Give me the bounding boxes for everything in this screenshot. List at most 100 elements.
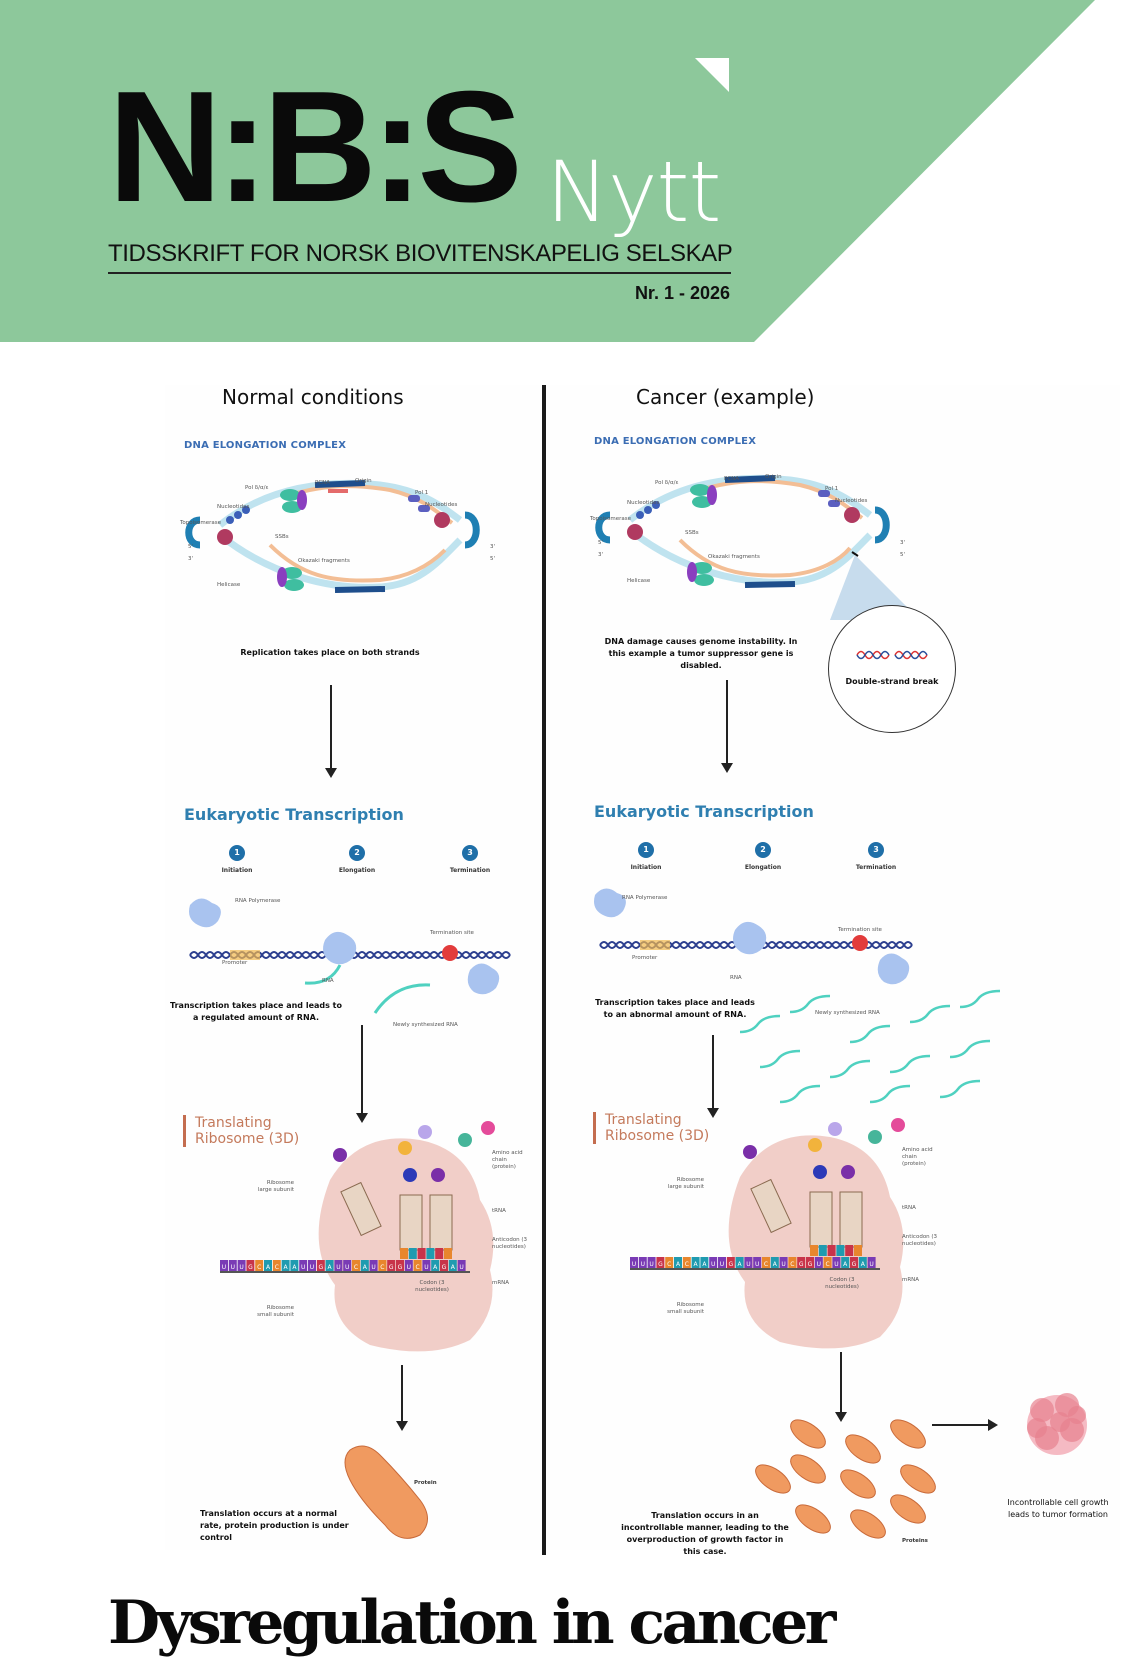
ribosome-title-line1: Translating [195, 1115, 272, 1131]
mrna-nucleotide-letter: U [720, 1261, 724, 1268]
mrna-nucleotide-letter: A [363, 1264, 368, 1271]
banner-shape [0, 0, 1095, 342]
mrna-nucleotide [440, 1260, 448, 1271]
anticodon-nucleotide [444, 1248, 452, 1259]
mrna-nucleotide-letter: C [790, 1261, 794, 1268]
cancer-label-large-subunit: Ribosome large subunit [667, 1177, 704, 1190]
protein-blob [845, 1434, 881, 1464]
mrna-nucleotide-letter: G [728, 1261, 733, 1268]
mrna-nucleotide [316, 1260, 325, 1271]
normal-label-termination-site: Termination site [430, 930, 474, 936]
mrna-nucleotide [806, 1257, 814, 1268]
normal-dna-end-3b: 3' [490, 544, 496, 550]
anticodon-nucleotide [400, 1248, 408, 1259]
mrna-nucleotide-letter: U [310, 1264, 314, 1271]
step-number: 2 [755, 842, 771, 858]
mrna-nucleotide [797, 1257, 806, 1268]
protein-blob [900, 1464, 936, 1494]
ribosome-title-line2: Ribosome (3D) [195, 1131, 300, 1147]
mrna-nucleotide-letter: G [318, 1264, 323, 1271]
mrna-nucleotide-letter: A [451, 1264, 456, 1271]
normal-dna-label-pol: Pol δ/α/ε [245, 485, 269, 491]
normal-label-newly-synthesized-rna: Newly synthesized RNA [393, 1022, 458, 1028]
mrna-nucleotide [726, 1257, 735, 1268]
cancer-label-promoter: Promoter [632, 955, 658, 961]
mrna-nucleotide-letter: G [389, 1264, 394, 1271]
mrna-nucleotide [228, 1260, 237, 1271]
protein-blob [795, 1504, 831, 1534]
mrna-nucleotide [343, 1260, 352, 1271]
cancer-dna-end-3a: 3' [598, 552, 604, 558]
cancer-arrow-1 [721, 680, 733, 773]
normal-protein-icon [344, 1445, 428, 1539]
normal-dna-label-nucleotides-a: Nucleotides [217, 504, 250, 510]
mrna-nucleotide [378, 1260, 387, 1271]
rna-strand [829, 1059, 871, 1079]
step-number: 3 [462, 845, 478, 861]
tumor-caption: Incontrollable cell growth leads to tumo… [1007, 1498, 1109, 1519]
cancer-dna-end-5a: 5' [598, 540, 604, 546]
cancer-dna-replication-diagram [595, 474, 920, 620]
cancer-label-trna: tRNA [902, 1205, 916, 1211]
mrna-nucleotide-letter: A [676, 1261, 681, 1268]
cancer-dna-label-pol1: Pol 1 [825, 486, 839, 492]
normal-transcription-title: Eukaryotic Transcription [184, 805, 404, 824]
normal-translation-caption: Translation occurs at a normal rate, pro… [200, 1509, 349, 1542]
mrna-nucleotide [360, 1260, 369, 1271]
cancer-label-mrna: mRNA [902, 1277, 920, 1283]
mrna-nucleotide-letter: G [852, 1261, 857, 1268]
anticodon-nucleotide [818, 1245, 827, 1256]
protein-blob [755, 1464, 791, 1494]
mrna-nucleotide [735, 1257, 744, 1268]
logo-nbs: N:B:S [108, 59, 523, 235]
mrna-nucleotide-letter: U [345, 1264, 349, 1271]
mrna-nucleotide-letter: U [746, 1261, 750, 1268]
anticodon-nucleotide [836, 1245, 845, 1256]
mrna-nucleotide [422, 1260, 431, 1271]
normal-label-rna-polymerase: RNA Polymerase [235, 898, 281, 904]
rna-strand [909, 1004, 951, 1024]
mrna-nucleotide [299, 1260, 308, 1271]
normal-label-rna: RNA [322, 978, 334, 984]
protein-blob [850, 1509, 886, 1539]
normal-transcription-caption: Transcription takes place and leads to a… [170, 1001, 342, 1022]
cancer-label-rna: RNA [730, 975, 742, 981]
mrna-nucleotide-letter: A [861, 1261, 866, 1268]
normal-arrow-2 [356, 1025, 368, 1123]
mrna-nucleotide-letter: C [380, 1264, 384, 1271]
mrna-nucleotide [700, 1257, 709, 1268]
mrna-nucleotide-letter: U [222, 1264, 226, 1271]
ribosome-title-line1: Translating [605, 1112, 682, 1128]
mrna-nucleotide [431, 1260, 440, 1271]
cover-banner [0, 0, 1095, 342]
mrna-nucleotide [220, 1260, 228, 1271]
step-number: 1 [229, 845, 245, 861]
mrna-nucleotide [858, 1257, 867, 1268]
normal-label-promoter: Promoter [222, 960, 248, 966]
cancer-title: Cancer (example) [636, 385, 815, 409]
step-label: Termination [449, 867, 491, 874]
mrna-nucleotide-letter: U [336, 1264, 340, 1271]
mrna-nucleotide-letter: U [239, 1264, 243, 1271]
step-label: Initiation [630, 864, 662, 871]
rna-strand [869, 1084, 911, 1104]
issue-number: Nr. 1 - 2026 [634, 283, 730, 303]
mrna-nucleotide-letter: U [834, 1261, 838, 1268]
cancer-label-small-subunit: Ribosome small subunit [667, 1302, 704, 1315]
mrna-nucleotide-letter: A [266, 1264, 271, 1271]
mrna-nucleotide [369, 1260, 378, 1271]
mrna-nucleotide [867, 1257, 876, 1268]
mrna-nucleotide-letter: U [632, 1261, 636, 1268]
protein-blob [790, 1419, 826, 1449]
normal-dna-label-helicase: Helicase [217, 582, 241, 588]
mrna-nucleotide [387, 1260, 396, 1271]
rna-strand [739, 1014, 781, 1034]
mrna-nucleotide-letter: U [459, 1264, 463, 1271]
mrna-nucleotide [290, 1260, 299, 1271]
cancer-label-rna-polymerase: RNA Polymerase [622, 895, 668, 901]
